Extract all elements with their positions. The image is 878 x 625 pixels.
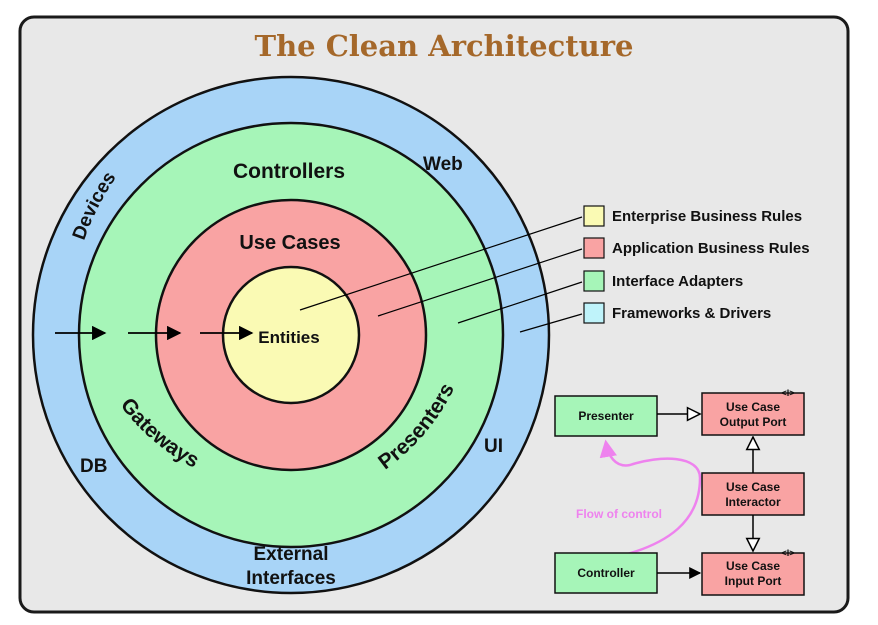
- output-port-interface-marker: <I>: [781, 388, 794, 398]
- output-port-label-line2: Output Port: [720, 415, 787, 429]
- interactor-label-line2: Interactor: [725, 495, 781, 509]
- controller-box: [554, 552, 658, 594]
- enterprise-rules-circle: [221, 265, 361, 405]
- page-title: The Clean Architecture: [255, 29, 634, 63]
- input-port-interface-marker: <I>: [781, 548, 794, 558]
- use-cases-label: Use Cases: [239, 232, 340, 254]
- controller-label: Controller: [577, 566, 635, 580]
- input-port-label-line1: Use Case: [726, 559, 780, 573]
- legend-item: Application Business Rules: [583, 237, 810, 259]
- input-port-label-line2: Input Port: [725, 574, 782, 588]
- legend-swatch-adapters: [583, 270, 605, 292]
- external-interfaces-label-line2: Interfaces: [246, 568, 336, 589]
- legend-label-adapters: Interface Adapters: [612, 273, 743, 290]
- presenter-box: [554, 395, 658, 437]
- legend-pointer-application: [377, 248, 583, 317]
- flow-diagram: Flow of control Presenter Use Case Outpu…: [554, 388, 805, 596]
- output-port-label-line1: Use Case: [726, 400, 780, 414]
- legend-pointer-frameworks: [519, 313, 583, 333]
- legend-label-application: Application Business Rules: [612, 240, 810, 257]
- web-label: Web: [423, 154, 463, 175]
- external-interfaces-label-line1: External: [254, 544, 329, 565]
- presenter-label: Presenter: [578, 409, 634, 423]
- legend-item: Frameworks & Drivers: [583, 302, 771, 324]
- output-port-box: [701, 392, 805, 436]
- legend: Enterprise Business Rules Application Bu…: [583, 205, 810, 324]
- legend-pointer-adapters: [457, 281, 583, 324]
- entities-label: Entities: [258, 328, 319, 347]
- legend-item: Interface Adapters: [583, 270, 743, 292]
- ui-label: UI: [484, 436, 503, 457]
- legend-swatch-enterprise: [583, 205, 605, 227]
- interactor-label-line1: Use Case: [726, 480, 780, 494]
- legend-label-frameworks: Frameworks & Drivers: [612, 305, 771, 322]
- controllers-label: Controllers: [233, 160, 345, 183]
- flow-of-control-curve: [599, 439, 702, 560]
- legend-label-enterprise: Enterprise Business Rules: [612, 208, 802, 225]
- input-port-box: [701, 552, 805, 596]
- legend-pointer-enterprise: [299, 216, 583, 311]
- flow-of-control-label: Flow of control: [576, 507, 662, 521]
- legend-swatch-frameworks: [583, 302, 605, 324]
- legend-swatch-application: [583, 237, 605, 259]
- db-label: DB: [80, 456, 107, 477]
- legend-item: Enterprise Business Rules: [583, 205, 802, 227]
